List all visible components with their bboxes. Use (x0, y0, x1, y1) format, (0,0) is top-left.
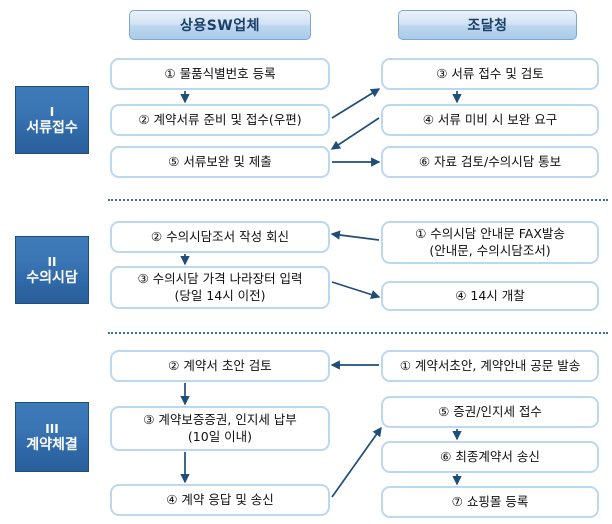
process-box-s3-right-1: ① 계약서초안, 계약안내 공문 발송 (381, 350, 599, 382)
stage-1-label: 서류접수 (26, 119, 78, 136)
column-header-vendor: 상용SW업체 (129, 10, 311, 40)
arrow-s2-left2-to-right2 (331, 281, 381, 300)
process-box-s1-left-3: ⑤ 서류보완 및 제출 (110, 146, 330, 178)
section-divider-2 (108, 332, 608, 334)
stage-3-label: 계약체결 (26, 436, 78, 453)
process-box-s3-right-4: ⑦ 쇼핑몰 등록 (381, 486, 599, 518)
process-box-s1-right-2-label: ④ 서류 미비 시 보완 요구 (422, 111, 558, 127)
process-box-s3-left-1: ② 계약서 초안 검토 (110, 350, 330, 382)
process-box-s2-right-1-label-line2: (안내문, 수의시담조서) (429, 242, 551, 258)
process-box-s2-left-1: ② 수의시담조서 작성 회신 (110, 221, 330, 253)
process-box-s3-left-2: ③ 계약보증증권, 인지세 납부 (10일 이내) (110, 406, 330, 451)
column-header-agency-label: 조달청 (467, 18, 508, 34)
process-box-s1-left-3-label: ⑤ 서류보완 및 제출 (168, 153, 272, 169)
column-header-vendor-label: 상용SW업체 (179, 18, 261, 34)
process-box-s2-left-2-label-line1: ③ 수의시담 가격 나라장터 입력 (137, 270, 303, 286)
stage-3-number: III (45, 421, 59, 436)
process-box-s1-left-1: ① 물품식별번호 등록 (110, 58, 330, 90)
process-box-s2-left-2-label-line2: (당일 14시 이전) (174, 287, 266, 303)
process-box-s2-right-1-label-line1: ① 수의시담 안내문 FAX발송 (415, 225, 565, 241)
column-header-agency: 조달청 (398, 10, 577, 40)
process-box-s1-right-1: ③ 서류 접수 및 검토 (381, 58, 599, 90)
process-box-s1-left-2-label: ② 계약서류 준비 및 접수(우편) (138, 111, 302, 127)
process-box-s3-left-3: ④ 계약 응답 및 송신 (110, 484, 330, 516)
process-box-s3-right-2-label: ⑤ 증권/인지세 접수 (438, 403, 542, 419)
stage-1-number: I (49, 104, 55, 119)
arrow-s2-right1-to-left1 (330, 230, 380, 241)
arrow-s3-left3-to-right2 (331, 426, 382, 498)
process-box-s2-right-2-label: ④ 14시 개찰 (455, 287, 525, 303)
process-box-s2-right-2: ④ 14시 개찰 (381, 281, 599, 311)
process-box-s1-left-2: ② 계약서류 준비 및 접수(우편) (110, 104, 330, 136)
process-box-s2-right-1: ① 수의시담 안내문 FAX발송 (안내문, 수의시담조서) (381, 221, 599, 264)
stage-2-label: 수의시담 (26, 269, 78, 286)
process-box-s1-right-1-label: ③ 서류 접수 및 검토 (436, 65, 544, 81)
stage-badge-2: II 수의시담 (15, 236, 89, 304)
process-box-s1-right-2: ④ 서류 미비 시 보완 요구 (381, 104, 599, 136)
process-box-s1-left-1-label: ① 물품식별번호 등록 (164, 65, 276, 81)
process-box-s2-left-2: ③ 수의시담 가격 나라장터 입력 (당일 14시 이전) (110, 266, 330, 309)
process-box-s1-right-3-label: ⑥ 자료 검토/수의시담 통보 (418, 153, 562, 169)
process-box-s1-right-3: ⑥ 자료 검토/수의시담 통보 (381, 146, 599, 178)
arrow-s1-right2-to-left3 (330, 117, 380, 150)
stage-badge-3: III 계약체결 (15, 402, 89, 472)
process-box-s3-left-1-label: ② 계약서 초안 검토 (168, 357, 272, 373)
stage-2-number: II (47, 254, 57, 269)
arrow-s1-left2-to-right1 (331, 88, 381, 119)
process-box-s3-left-3-label: ④ 계약 응답 및 송신 (166, 491, 274, 507)
process-box-s2-left-1-label: ② 수의시담조서 작성 회신 (150, 228, 290, 244)
process-box-s3-right-4-label: ⑦ 쇼핑몰 등록 (451, 493, 529, 509)
stage-badge-1: I 서류접수 (15, 86, 89, 154)
process-box-s3-left-2-label-line2: (10일 이내) (187, 428, 253, 444)
process-box-s3-right-3-label: ⑥ 최종계약서 송신 (440, 448, 540, 464)
section-divider-1 (108, 199, 608, 201)
process-box-s3-left-2-label-line1: ③ 계약보증증권, 인지세 납부 (143, 411, 297, 427)
process-box-s3-right-3: ⑥ 최종계약서 송신 (381, 441, 599, 473)
process-box-s3-right-2: ⑤ 증권/인지세 접수 (381, 396, 599, 428)
process-box-s3-right-1-label: ① 계약서초안, 계약안내 공문 발송 (399, 357, 581, 373)
